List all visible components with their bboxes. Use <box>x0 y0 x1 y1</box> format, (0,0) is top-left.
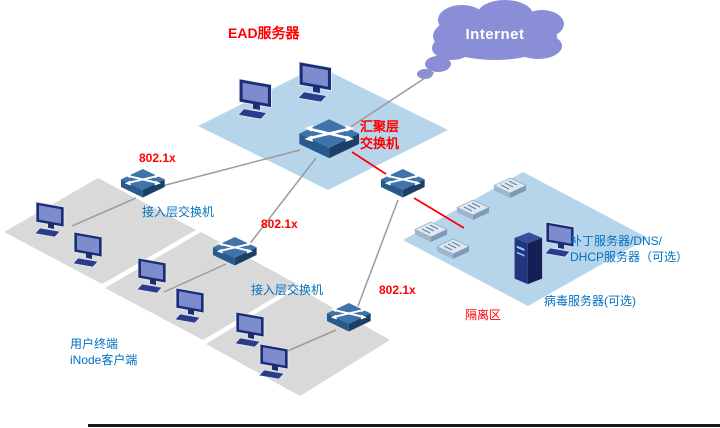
user-platform-1 <box>4 178 196 284</box>
access-switch-1-icon <box>119 167 166 199</box>
virus-server-label: 病毒服务器(可选) <box>544 294 636 308</box>
link-access2-users2 <box>163 263 227 293</box>
user-pc-icon <box>234 311 265 348</box>
link-quarantine-switch-zone <box>413 197 465 229</box>
access-switch-2-label: 接入层交换机 <box>251 283 324 297</box>
quarantine-links <box>351 151 465 229</box>
quarantine-zone-label: 隔离区 <box>465 308 502 322</box>
user-pc-icon <box>34 201 65 238</box>
quarantine-switch-icon <box>380 167 426 199</box>
dot1x-label-1: 802.1x <box>139 151 176 165</box>
link-access1-users1 <box>71 197 137 227</box>
user-pc-icon <box>258 343 289 380</box>
network-links <box>71 71 435 357</box>
ead-server-label: EAD服务器 <box>228 25 300 41</box>
ead-server-pc2-icon <box>297 61 332 103</box>
user-platform-2 <box>105 232 297 340</box>
user-terminal-label: 用户终端 iNode客户端 <box>70 337 138 367</box>
link-cloud-core <box>339 71 435 135</box>
link-core-access1 <box>161 149 301 187</box>
access-switch-1-label: 接入层交换机 <box>142 205 215 219</box>
ead-server-pc-icon <box>237 78 272 120</box>
link-core-access2 <box>247 157 317 247</box>
link-core-quarantine-switch <box>351 151 387 175</box>
link-switch-access3 <box>357 199 399 307</box>
user-pc-icon <box>72 231 103 268</box>
user-pc-icon <box>174 287 205 324</box>
internet-label: Internet <box>465 26 525 43</box>
internet-cloud <box>417 0 564 79</box>
user-pc-icon <box>136 257 167 294</box>
dot1x-label-3: 802.1x <box>379 283 416 297</box>
dot1x-label-2: 802.1x <box>261 217 298 231</box>
aggregation-switch-label: 汇聚层 交换机 <box>360 119 400 151</box>
patch-server-label: 补丁服务器/DNS/ DHCP服务器（可选） <box>570 234 689 264</box>
virus-server-icon <box>514 232 543 285</box>
